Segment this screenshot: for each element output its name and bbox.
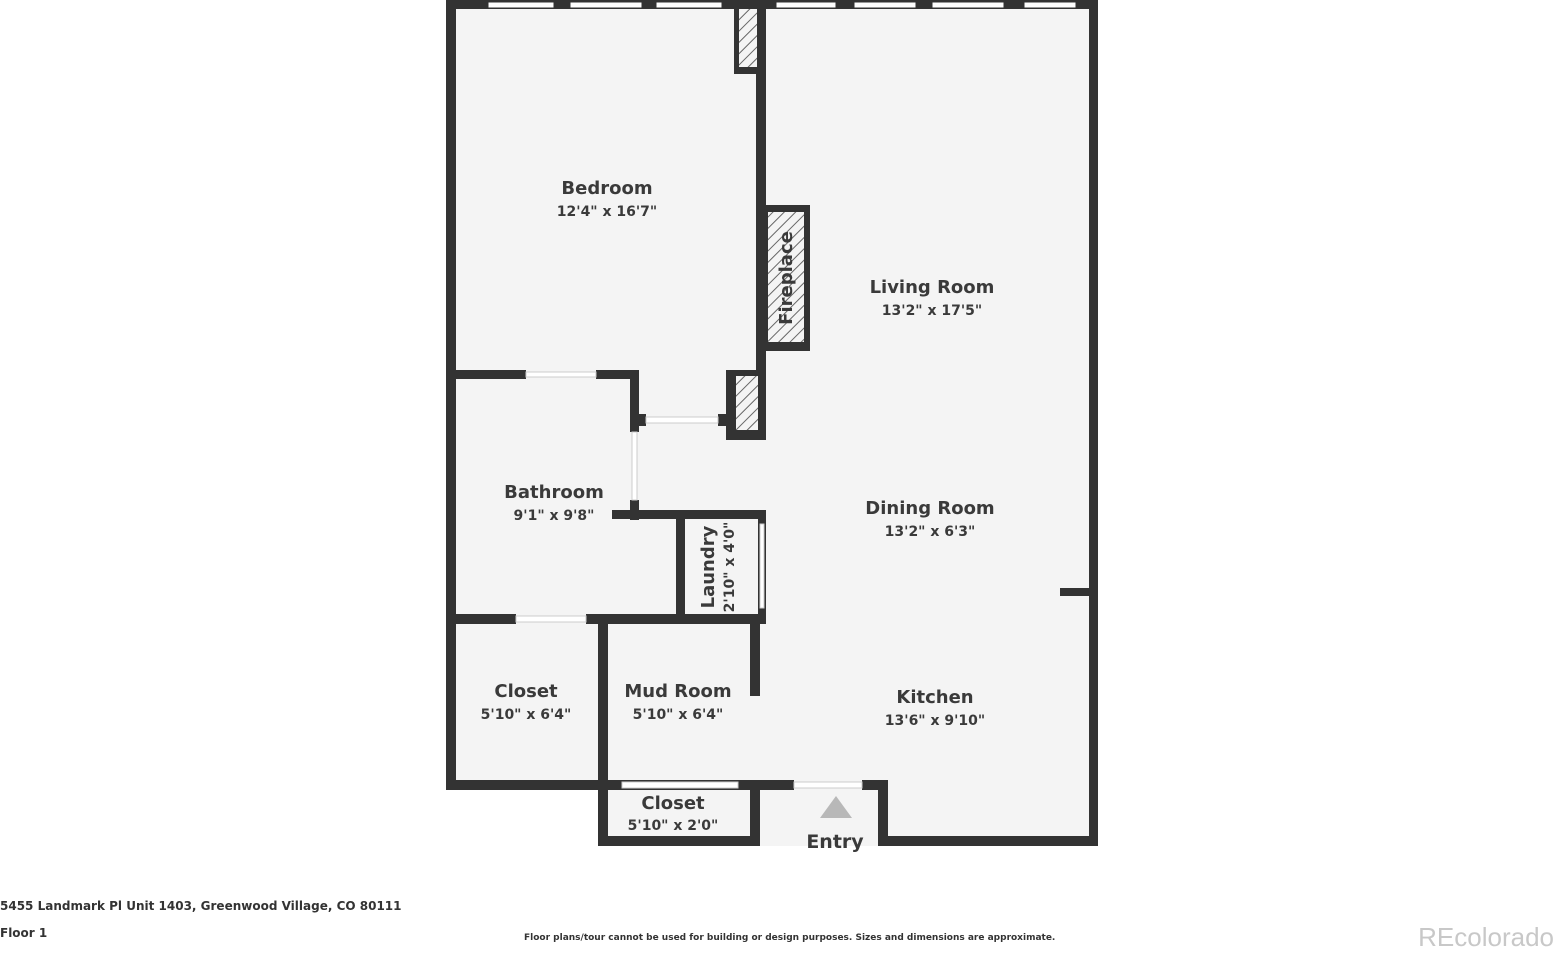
room-name: Kitchen — [896, 687, 973, 708]
room-kitchen: Kitchen 13'6" x 9'10" — [885, 687, 985, 729]
floor-label: Floor 1 — [0, 926, 48, 940]
room-dimensions: 12'4" x 16'7" — [557, 204, 657, 220]
room-name: Bathroom — [504, 482, 604, 503]
room-closet-left: Closet 5'10" x 6'4" — [481, 681, 572, 723]
room-dining-room: Dining Room 13'2" x 6'3" — [865, 498, 994, 540]
room-dimensions: 9'1" x 9'8" — [514, 508, 595, 524]
doorways — [515, 371, 863, 789]
room-mud-room: Mud Room 5'10" x 6'4" — [624, 681, 731, 723]
room-name: Mud Room — [624, 681, 731, 702]
room-laundry: Laundry 2'10" x 4'0" — [698, 522, 738, 613]
fireplace-label: Fireplace — [776, 231, 797, 325]
room-name: Living Room — [870, 277, 995, 298]
room-name: Dining Room — [865, 498, 994, 519]
room-living-room: Living Room 13'2" x 17'5" — [870, 277, 995, 319]
room-name: Bedroom — [561, 178, 652, 199]
room-bathroom: Bathroom 9'1" x 9'8" — [504, 482, 604, 524]
windows — [487, 1, 1077, 9]
room-name: Laundry — [698, 525, 719, 608]
room-dimensions: 13'6" x 9'10" — [885, 713, 985, 729]
room-bedroom: Bedroom 12'4" x 16'7" — [557, 178, 657, 220]
disclaimer-text: Floor plans/tour cannot be used for buil… — [524, 933, 1056, 943]
fireplace-structures — [726, 4, 810, 440]
room-name: Closet — [641, 793, 705, 814]
floor-area — [446, 0, 1098, 846]
entry-label: Entry — [806, 831, 864, 853]
walls — [446, 0, 1098, 846]
room-closet-bottom: Closet 5'10" x 2'0" — [628, 793, 719, 834]
room-name: Closet — [494, 681, 558, 702]
room-dimensions: 13'2" x 6'3" — [885, 524, 976, 540]
property-address: 5455 Landmark Pl Unit 1403, Greenwood Vi… — [0, 899, 402, 913]
brand-watermark: REcolorado — [1418, 922, 1554, 952]
room-dimensions: 5'10" x 6'4" — [481, 707, 572, 723]
room-dimensions: 5'10" x 2'0" — [628, 818, 719, 834]
room-dimensions: 2'10" x 4'0" — [722, 522, 738, 613]
room-dimensions: 13'2" x 17'5" — [882, 303, 982, 319]
entry-arrow-icon — [820, 796, 852, 818]
room-dimensions: 5'10" x 6'4" — [633, 707, 724, 723]
